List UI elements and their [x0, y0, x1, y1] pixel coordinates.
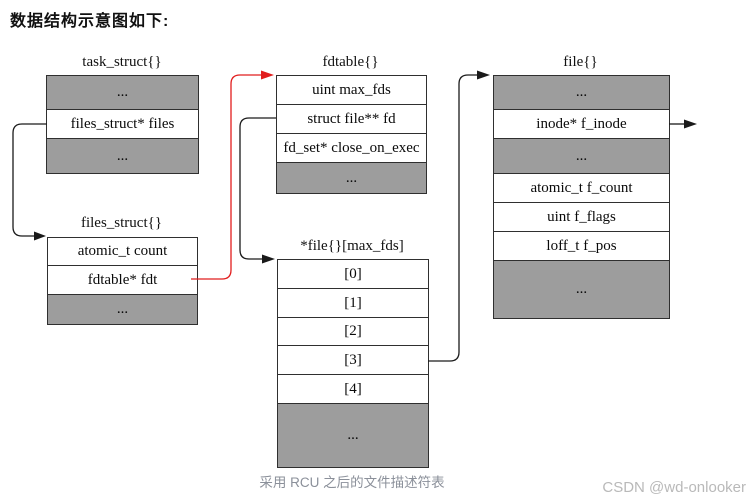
task-struct-box: ... files_struct* files ...	[46, 75, 199, 174]
fd-array-slot-4: [4]	[278, 375, 428, 404]
fd-array-label: *file{}[max_fds]	[300, 238, 404, 254]
slot3-to-file-arrowhead	[477, 70, 490, 80]
file-row-ellipsis-3: ...	[494, 261, 669, 318]
file-struct-box: ... inode* f_inode ... atomic_t f_count …	[493, 75, 670, 319]
file-row-f-inode: inode* f_inode	[494, 110, 669, 139]
file-row-f-count: atomic_t f_count	[494, 174, 669, 203]
files-struct-box: atomic_t count fdtable* fdt ...	[47, 237, 198, 325]
fdtable-row-fd: struct file** fd	[277, 105, 426, 134]
fdtable-row-ellipsis: ...	[277, 163, 426, 193]
file-row-f-flags: uint f_flags	[494, 203, 669, 232]
fd-array-ellipsis: ...	[278, 404, 428, 467]
page-title: 数据结构示意图如下:	[10, 13, 170, 30]
file-row-ellipsis-1: ...	[494, 76, 669, 110]
fdtable-row-max-fds: uint max_fds	[277, 76, 426, 105]
fdtable-row-close-on-exec: fd_set* close_on_exec	[277, 134, 426, 163]
fd-array-slot-0: [0]	[278, 260, 428, 289]
files-struct-row-fdt: fdtable* fdt	[48, 266, 197, 295]
files-struct-row-count: atomic_t count	[48, 238, 197, 266]
fdt-to-fdtable-arrowhead	[261, 70, 274, 80]
file-struct-label: file{}	[563, 54, 598, 70]
f-inode-out-arrowhead	[684, 119, 697, 129]
fd-to-array-arrowhead	[262, 254, 275, 264]
task-struct-row-ellipsis-bottom: ...	[47, 139, 198, 173]
fd-to-array-arrow	[239, 117, 276, 260]
fd-array-slot-2: [2]	[278, 318, 428, 346]
files-to-files-struct-arrow	[12, 123, 47, 237]
fdtable-box: uint max_fds struct file** fd fd_set* cl…	[276, 75, 427, 194]
fdtable-label: fdtable{}	[322, 54, 379, 70]
fd-array-box: [0] [1] [2] [3] [4] ...	[277, 259, 429, 468]
diagram-caption: 采用 RCU 之后的文件描述符表	[259, 475, 445, 490]
fd-array-slot-3: [3]	[278, 346, 428, 375]
files-to-files-struct-arrowhead	[34, 231, 46, 241]
file-row-ellipsis-2: ...	[494, 139, 669, 174]
fd-array-slot-1: [1]	[278, 289, 428, 318]
task-struct-row-files: files_struct* files	[47, 110, 198, 139]
slot3-to-file-arrow	[428, 74, 477, 362]
files-struct-label: files_struct{}	[80, 215, 163, 231]
fdt-to-fdtable-arrow	[191, 74, 261, 280]
task-struct-row-ellipsis-top: ...	[47, 76, 198, 110]
csdn-watermark: CSDN @wd-onlooker	[602, 479, 746, 496]
file-row-f-pos: loff_t f_pos	[494, 232, 669, 261]
files-struct-row-ellipsis: ...	[48, 295, 197, 324]
task-struct-label: task_struct{}	[82, 54, 162, 70]
